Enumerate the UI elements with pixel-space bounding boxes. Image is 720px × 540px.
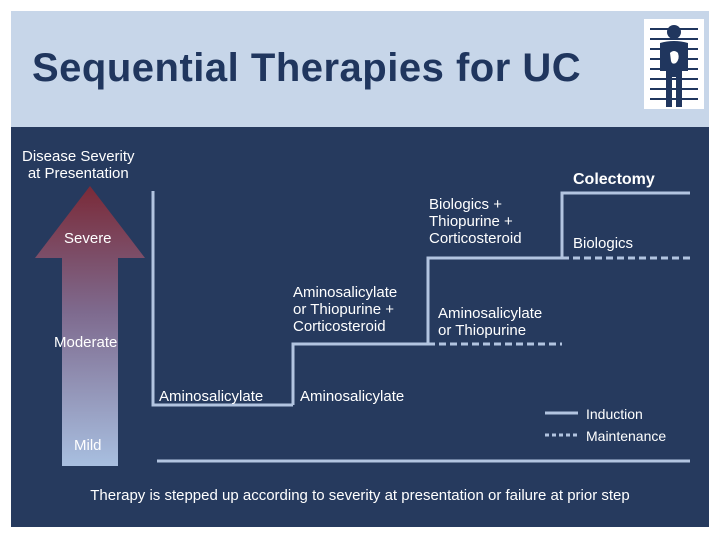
moderate-induction-line2: or Thiopurine +	[293, 301, 395, 318]
person-figure-icon	[644, 19, 704, 109]
moderate-induction-line3: Corticosteroid	[293, 318, 386, 335]
header-banner	[11, 11, 709, 127]
legend-maintenance-label: Maintenance	[586, 428, 667, 444]
maintenance-step-line	[428, 256, 690, 346]
step-moderate-maintenance: Aminosalicylate or Thiopurine	[438, 305, 542, 339]
moderate-maintenance-line1: Aminosalicylate	[438, 305, 543, 322]
induction-step-line	[151, 191, 690, 463]
severe-induction-line3: Corticosteroid	[429, 230, 522, 247]
slide-caption: Therapy is stepped up according to sever…	[90, 487, 630, 504]
moderate-induction-line1: Aminosalicylate	[293, 284, 398, 301]
step-mild-maintenance: Aminosalicylate	[300, 388, 405, 405]
moderate-maintenance-line2: or Thiopurine	[438, 322, 527, 339]
severity-mild: Mild	[74, 437, 102, 454]
severity-heading: Disease Severity at Presentation	[22, 148, 135, 182]
legend-induction-label: Induction	[586, 406, 643, 422]
step-severe-induction: Biologics + Thiopurine + Corticosteroid	[429, 196, 522, 247]
step-severe-maintenance: Biologics	[573, 235, 634, 252]
step-mild-induction: Aminosalicylate	[159, 388, 264, 405]
step-colectomy: Colectomy	[573, 171, 655, 188]
severity-arrow	[35, 186, 145, 466]
step-moderate-induction: Aminosalicylate or Thiopurine + Corticos…	[293, 284, 397, 335]
severity-heading-line2: at Presentation	[27, 165, 129, 182]
severe-induction-line1: Biologics +	[429, 196, 502, 213]
severity-severe: Severe	[64, 230, 112, 247]
severity-heading-line1: Disease Severity	[22, 148, 135, 165]
slide-title: Sequential Therapies for UC	[32, 46, 582, 90]
severity-moderate: Moderate	[54, 334, 118, 351]
severe-induction-line2: Thiopurine +	[429, 213, 513, 230]
